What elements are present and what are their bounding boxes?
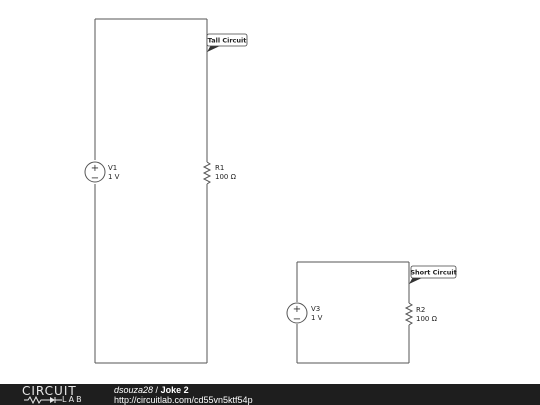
- short-circuit-wires: [296, 261, 410, 364]
- r1-value: 100 Ω: [215, 173, 237, 181]
- author-link[interactable]: dsouza28: [114, 385, 154, 395]
- v1-plus-sign: +: [91, 163, 99, 174]
- v1-voltage-source[interactable]: + −: [84, 161, 106, 184]
- v1-label: V1: [108, 164, 117, 172]
- footer-bar: CIRCUIT LAB dsouza28 / Joke 2 http://cir…: [0, 384, 540, 405]
- r2-value: 100 Ω: [416, 315, 438, 323]
- v1-value: 1 V: [108, 173, 120, 181]
- v3-minus-sign: −: [293, 314, 301, 325]
- project-url[interactable]: http://circuitlab.com/cd55vn5ktf54p: [114, 395, 253, 405]
- r2-label: R2: [416, 306, 425, 314]
- project-title: Joke 2: [160, 385, 189, 395]
- short-circuit-label: Short Circuit: [410, 269, 456, 277]
- circuitlab-logo-lab: LAB: [62, 395, 84, 404]
- project-title-line: dsouza28 / Joke 2: [114, 385, 189, 395]
- schematic-canvas: + − V1 1 V R1 100 Ω Tall Circuit + − V3 …: [84, 18, 457, 364]
- v3-label: V3: [311, 305, 320, 313]
- tall-circuit-callout[interactable]: Tall Circuit: [206, 33, 248, 52]
- v3-plus-sign: +: [293, 304, 301, 315]
- v3-value: 1 V: [311, 314, 323, 322]
- short-circuit-callout[interactable]: Short Circuit: [409, 265, 457, 284]
- r1-label: R1: [215, 164, 224, 172]
- v1-minus-sign: −: [91, 173, 99, 184]
- r2-resistor[interactable]: [404, 302, 414, 326]
- title-separator: /: [153, 385, 161, 395]
- tall-circuit-label: Tall Circuit: [208, 37, 247, 45]
- circuitlab-logo-text[interactable]: CIRCUIT: [22, 384, 77, 398]
- r1-resistor[interactable]: [202, 161, 212, 185]
- tall-circuit-wires: [94, 18, 208, 364]
- logo-wire-icon: [24, 396, 62, 404]
- v3-voltage-source[interactable]: + −: [286, 302, 308, 325]
